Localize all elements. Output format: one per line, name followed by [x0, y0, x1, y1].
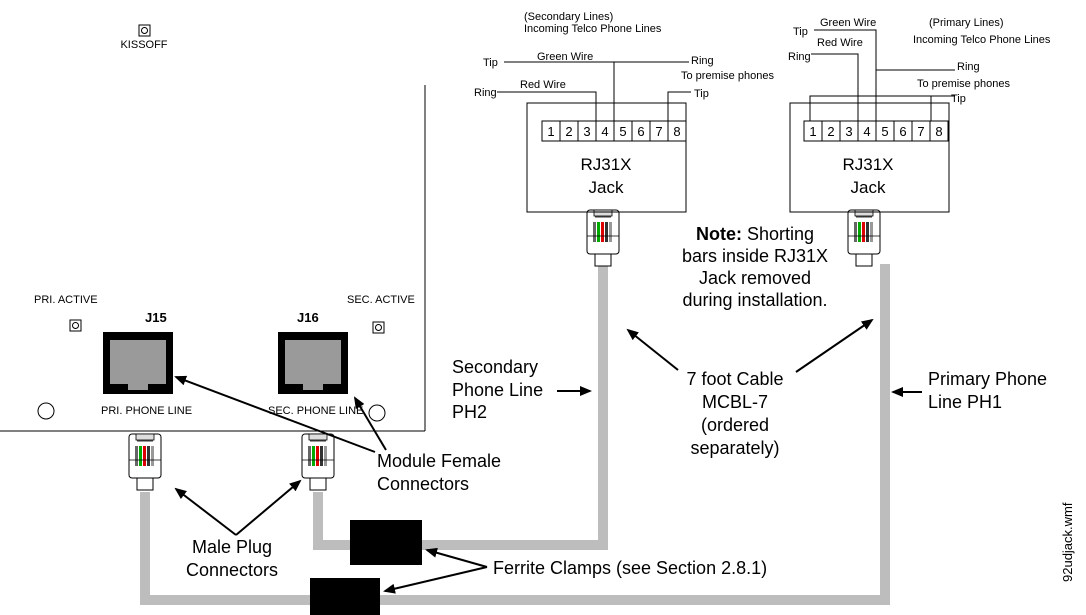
- primary-pin: 7: [917, 124, 924, 139]
- male-plug-sec: [301, 433, 335, 491]
- primary-pin: 4: [863, 124, 870, 139]
- secondary-cable: [313, 264, 608, 550]
- secondary-rj31x-jack: (Secondary Lines) Incoming Telco Phone L…: [474, 11, 774, 213]
- primary-phone-line-2: Line PH1: [928, 392, 1002, 412]
- ferrite-clamp-lower: [310, 578, 380, 615]
- primary-to-premise-label: To premise phones: [917, 78, 1010, 90]
- ferrite-clamps-callout: Ferrite Clamps (see Section 2.8.1): [383, 547, 767, 594]
- secondary-pin: 1: [547, 124, 554, 139]
- note: Note: Shorting bars inside RJ31X Jack re…: [682, 224, 828, 310]
- male-plug-secondary-jack: [586, 209, 620, 267]
- secondary-pin: 6: [637, 124, 644, 139]
- note-bold: Note:: [696, 224, 742, 244]
- secondary-pin: 5: [619, 124, 626, 139]
- primary-pin: 6: [899, 124, 906, 139]
- pri-active-label: PRI. ACTIVE: [34, 294, 98, 306]
- secondary-phone-line-2: Phone Line: [452, 380, 543, 400]
- primary-header-1: (Primary Lines): [929, 17, 1004, 29]
- mounting-hole-right: [368, 404, 386, 422]
- secondary-phone-line-callout: Secondary Phone Line PH2: [452, 357, 592, 422]
- note-line-1-rest: Shorting: [742, 224, 814, 244]
- secondary-tip-label: Tip: [483, 57, 498, 69]
- sec-active-label: SEC. ACTIVE: [347, 294, 415, 306]
- ferrite-clamps-label: Ferrite Clamps (see Section 2.8.1): [493, 558, 767, 578]
- secondary-tip-right-label: Tip: [694, 88, 709, 100]
- male-plug-line-1: Male Plug: [192, 537, 272, 557]
- primary-green-wire-label: Green Wire: [820, 17, 876, 29]
- primary-pin: 8: [935, 124, 942, 139]
- j15-female-connector: J15: [103, 310, 173, 394]
- module-female-line-2: Connectors: [377, 474, 469, 494]
- file-name-label: 92udjack.wmf: [1060, 502, 1075, 582]
- kissoff-led: KISSOFF: [120, 24, 168, 51]
- module-female-callout: Module Female Connectors: [174, 375, 501, 494]
- cable-line-4: separately): [690, 438, 779, 458]
- male-plug-line-2: Connectors: [186, 560, 278, 580]
- secondary-phone-line-3: PH2: [452, 402, 487, 422]
- note-line-3: Jack removed: [699, 268, 811, 288]
- primary-jack-title-1: RJ31X: [842, 155, 893, 174]
- primary-ring-right-label: Ring: [957, 61, 980, 73]
- secondary-phone-line-1: Secondary: [452, 357, 538, 377]
- primary-pin: 3: [845, 124, 852, 139]
- secondary-ring-left-label: Ring: [474, 87, 497, 99]
- mounting-hole-left: [37, 402, 55, 420]
- sec-active-led: SEC. ACTIVE: [347, 294, 415, 334]
- primary-tip-right-label: Tip: [951, 93, 966, 105]
- male-plug-callout: Male Plug Connectors: [174, 479, 302, 580]
- note-line-4: during installation.: [682, 290, 827, 310]
- secondary-pin: 4: [601, 124, 608, 139]
- primary-red-wire-label: Red Wire: [817, 37, 863, 49]
- male-plug-primary-jack: [847, 209, 881, 267]
- secondary-jack-title-2: Jack: [589, 178, 624, 197]
- primary-jack-title-2: Jack: [851, 178, 886, 197]
- secondary-pin: 2: [565, 124, 572, 139]
- primary-rj31x-jack: Tip Green Wire (Primary Lines) Incoming …: [788, 17, 1051, 213]
- note-line-2: bars inside RJ31X: [682, 246, 828, 266]
- primary-pin: 5: [881, 124, 888, 139]
- cable-line-2: MCBL-7: [702, 392, 768, 412]
- module-female-line-1: Module Female: [377, 451, 501, 471]
- secondary-red-wire-label: Red Wire: [520, 79, 566, 91]
- primary-pin: 1: [809, 124, 816, 139]
- primary-phone-line-1: Primary Phone: [928, 369, 1047, 389]
- secondary-pin-row: 1 2 3 4 5 6 7 8: [541, 120, 687, 142]
- secondary-pin: 7: [655, 124, 662, 139]
- primary-ring-left-label: Ring: [788, 51, 811, 63]
- primary-pin: 2: [827, 124, 834, 139]
- control-panel: [0, 85, 426, 432]
- pri-active-led: PRI. ACTIVE: [34, 294, 98, 332]
- secondary-ring-right-label: Ring: [691, 55, 714, 67]
- pri-phone-line-label: PRI. PHONE LINE: [101, 405, 192, 417]
- primary-pin-row: 1 2 3 4 5 6 7 8: [803, 120, 949, 142]
- note-line-1: Note: Shorting: [696, 224, 814, 244]
- ferrite-clamp-upper: [350, 520, 422, 565]
- j16-female-connector: J16: [278, 310, 348, 394]
- cable-line-1: 7 foot Cable: [686, 369, 783, 389]
- j15-label: J15: [145, 310, 167, 325]
- cable-line-3: (ordered: [701, 415, 769, 435]
- cables: [140, 264, 890, 605]
- j16-label: J16: [297, 310, 319, 325]
- primary-header-2: Incoming Telco Phone Lines: [913, 34, 1051, 46]
- secondary-header-2: Incoming Telco Phone Lines: [524, 23, 662, 35]
- primary-phone-line-callout: Primary Phone Line PH1: [891, 369, 1047, 412]
- secondary-header-1: (Secondary Lines): [524, 11, 613, 23]
- primary-cable: [140, 264, 890, 605]
- kissoff-label: KISSOFF: [120, 39, 167, 51]
- secondary-jack-title-1: RJ31X: [580, 155, 631, 174]
- sec-phone-line-label: SEC. PHONE LINE: [268, 405, 363, 417]
- secondary-pin: 8: [673, 124, 680, 139]
- primary-tip-label: Tip: [793, 26, 808, 38]
- secondary-to-premise-label: To premise phones: [681, 70, 774, 82]
- cable-callout: 7 foot Cable MCBL-7 (ordered separately): [626, 318, 874, 458]
- secondary-pin: 3: [583, 124, 590, 139]
- male-plug-pri: [128, 433, 162, 491]
- secondary-green-wire-label: Green Wire: [537, 51, 593, 63]
